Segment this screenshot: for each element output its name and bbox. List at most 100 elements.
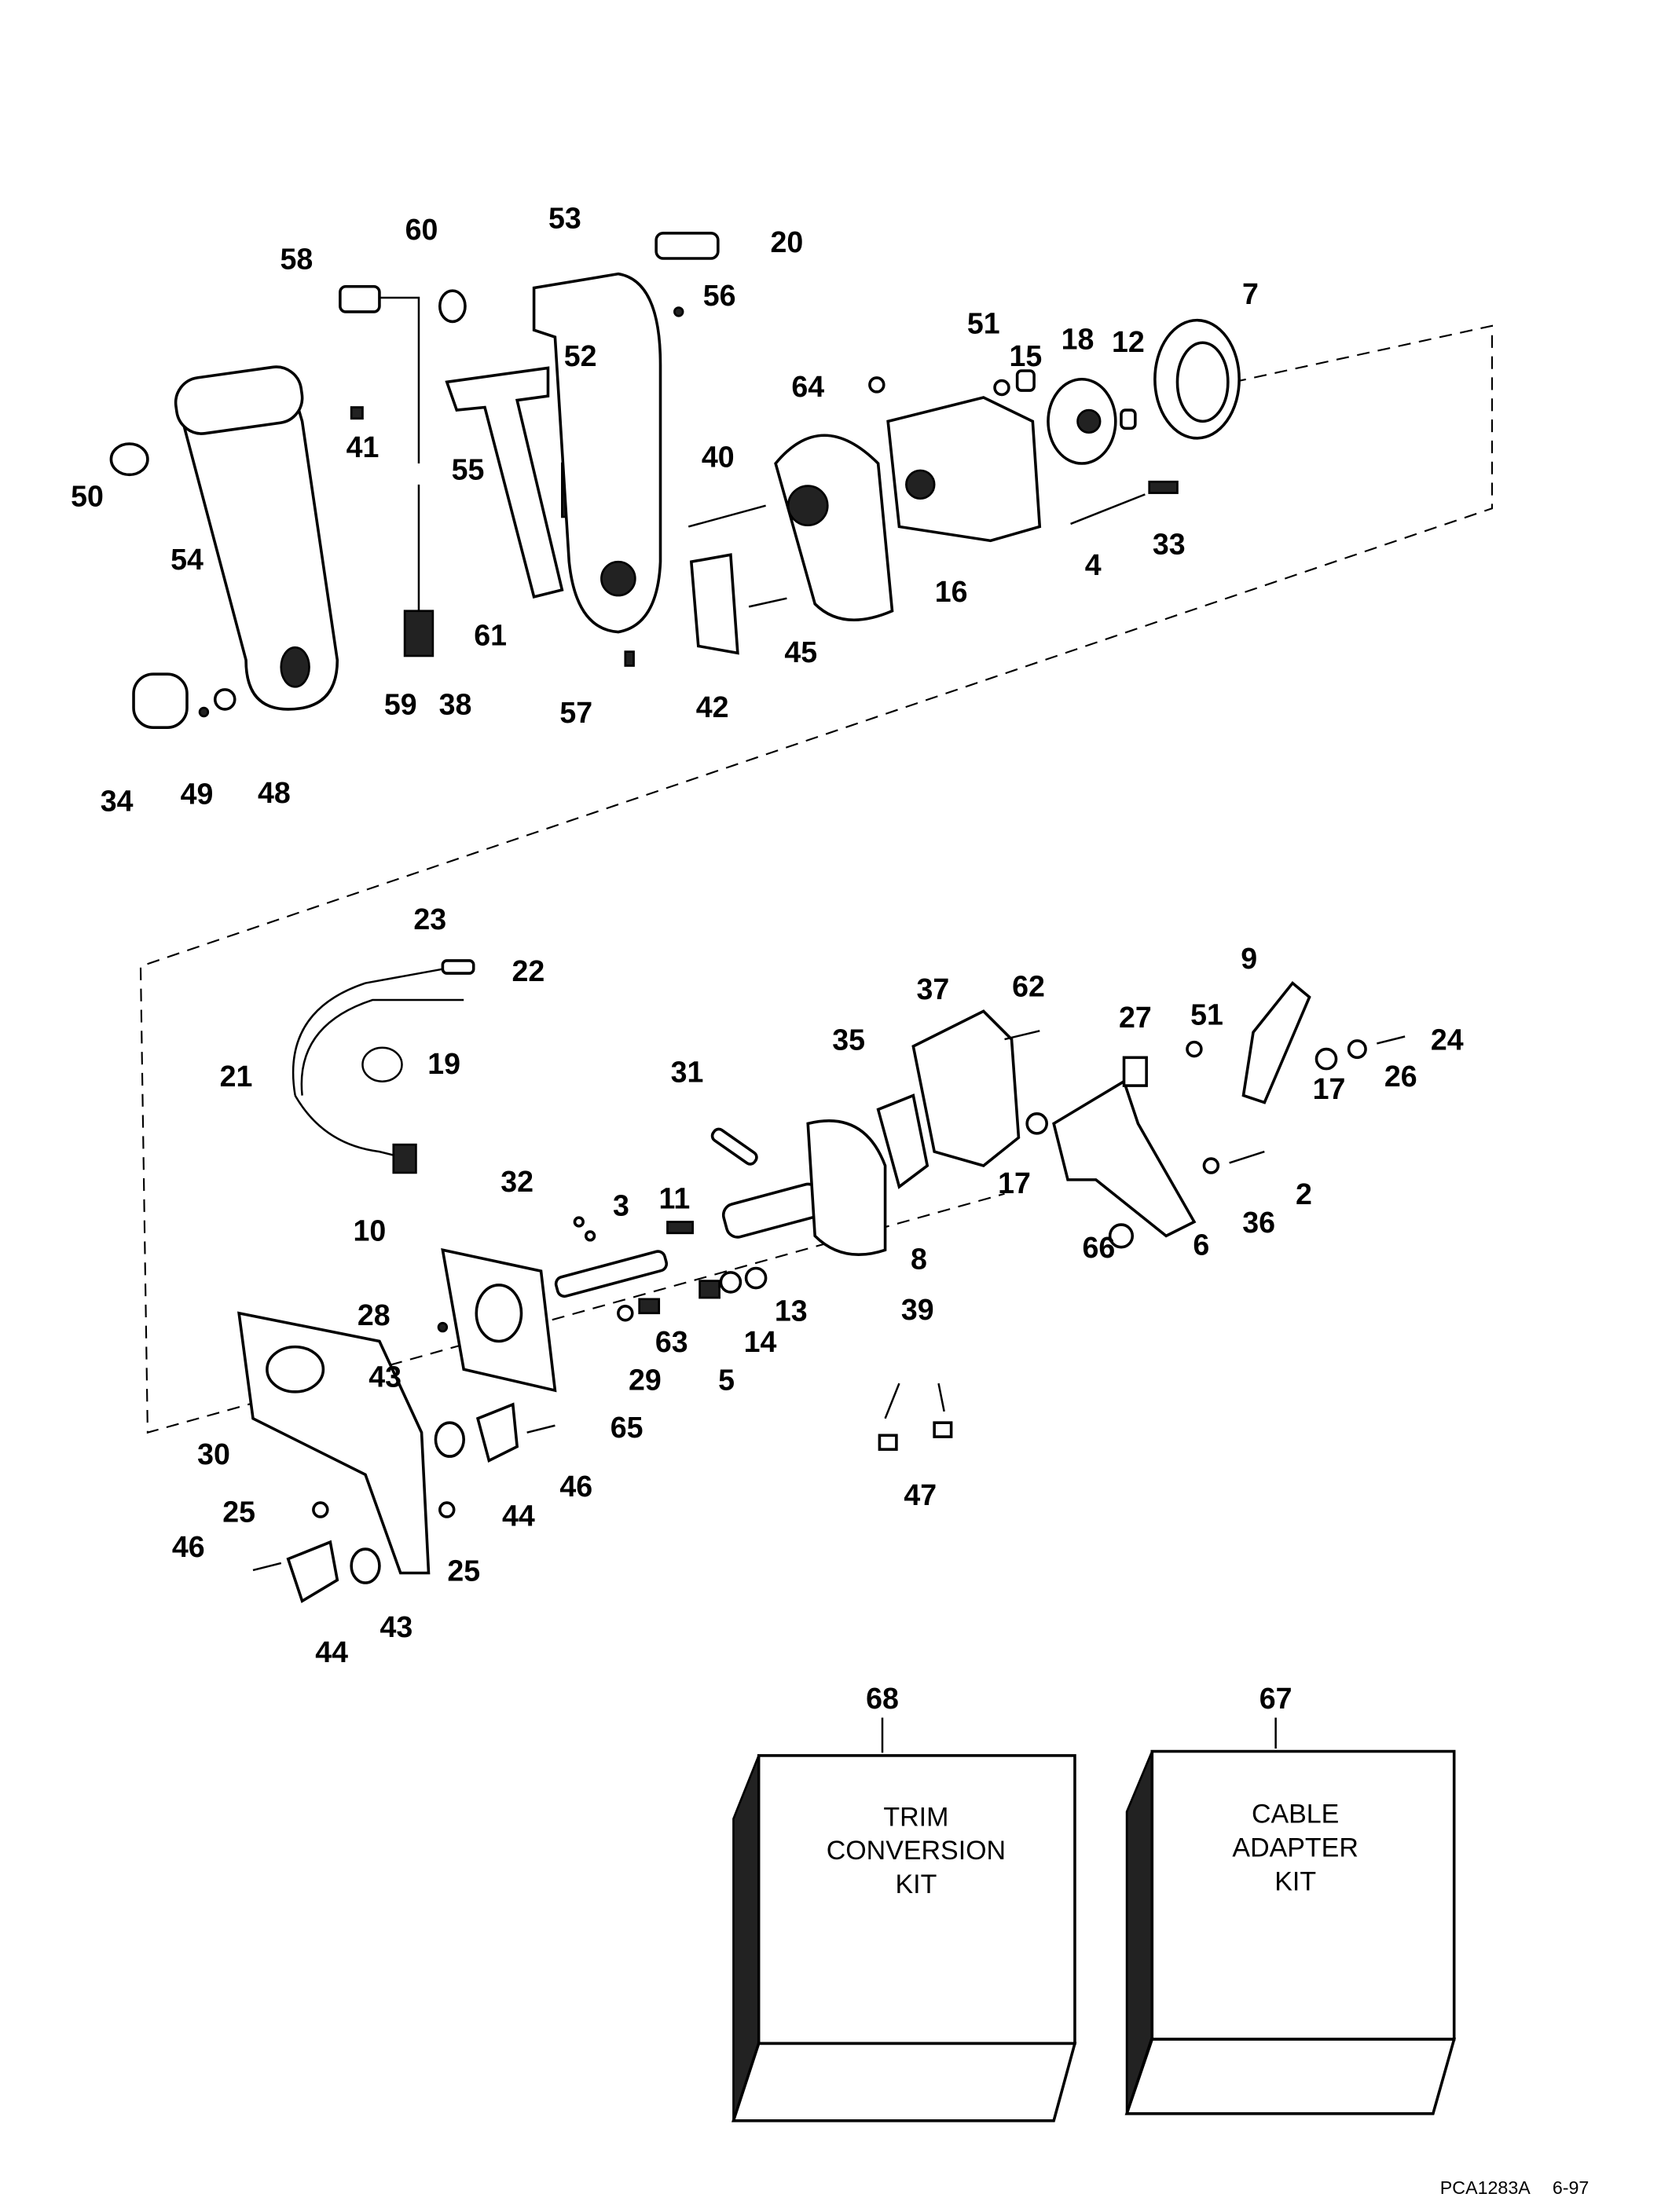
part-29-nut bbox=[617, 1304, 634, 1322]
callout-22: 22 bbox=[512, 954, 545, 987]
bottom-assembly bbox=[237, 959, 1406, 1603]
part-8-flange bbox=[806, 1119, 887, 1256]
part-47-pin-b bbox=[933, 1421, 953, 1438]
callout-14: 14 bbox=[744, 1325, 777, 1358]
part-39-pins bbox=[884, 1382, 945, 1419]
callout-43: 43 bbox=[368, 1361, 402, 1393]
callout-23: 23 bbox=[413, 903, 446, 936]
part-8-shaft bbox=[721, 1182, 824, 1239]
part-31-pin bbox=[710, 1127, 758, 1166]
callout-51: 51 bbox=[1190, 998, 1223, 1031]
part-34-knob bbox=[132, 672, 189, 729]
part-51-nut-c bbox=[1186, 1040, 1203, 1058]
part-14-bushing bbox=[719, 1271, 742, 1294]
part-33-spring bbox=[1148, 480, 1179, 494]
part-53-housing bbox=[532, 272, 662, 634]
callout-43: 43 bbox=[380, 1610, 413, 1643]
callout-25: 25 bbox=[447, 1554, 480, 1587]
part-18-bore bbox=[1076, 408, 1102, 434]
callout-32: 32 bbox=[500, 1165, 534, 1198]
callout-40: 40 bbox=[702, 441, 735, 474]
callout-8: 8 bbox=[911, 1242, 927, 1275]
part-59-connector bbox=[403, 610, 434, 657]
part-13-ball bbox=[744, 1266, 768, 1290]
callout-18: 18 bbox=[1062, 322, 1094, 355]
part-17-washer-a bbox=[1025, 1112, 1048, 1135]
part-43-cam-b bbox=[350, 1547, 381, 1584]
part-32-shaft bbox=[554, 1250, 669, 1298]
part-6-bracket bbox=[1052, 1079, 1197, 1238]
callout-28: 28 bbox=[358, 1298, 390, 1331]
part-28-screw bbox=[437, 1321, 449, 1333]
part-16-bore bbox=[905, 469, 936, 500]
callout-47: 47 bbox=[904, 1478, 937, 1511]
callout-31: 31 bbox=[671, 1056, 704, 1089]
part-36-washer bbox=[1202, 1157, 1220, 1174]
part-10-bore bbox=[475, 1284, 523, 1343]
part-58-switch bbox=[339, 284, 381, 313]
callout-17: 17 bbox=[998, 1166, 1031, 1199]
callout-66: 66 bbox=[1082, 1231, 1115, 1264]
part-22-terminal bbox=[441, 959, 475, 975]
part-17-washer-b bbox=[1314, 1047, 1338, 1071]
callout-5: 5 bbox=[718, 1363, 735, 1396]
callout-6: 6 bbox=[1193, 1229, 1209, 1262]
part-51-nut-b bbox=[993, 379, 1010, 397]
callout-44: 44 bbox=[315, 1635, 348, 1668]
part-58-wire bbox=[379, 296, 420, 464]
callout-53: 53 bbox=[548, 202, 581, 235]
callout-16: 16 bbox=[935, 575, 968, 608]
part-21-harness bbox=[292, 968, 464, 1160]
callout-41: 41 bbox=[346, 430, 380, 463]
part-3-ball-b bbox=[584, 1230, 596, 1242]
part-56-screw bbox=[673, 306, 684, 317]
kit-label-line: CONVERSION bbox=[827, 1836, 1006, 1866]
part-44-arm-a bbox=[475, 1402, 519, 1463]
part-64-plate bbox=[774, 434, 894, 621]
callout-26: 26 bbox=[1384, 1060, 1417, 1093]
part-60-washer bbox=[438, 289, 467, 324]
callout-15: 15 bbox=[1009, 339, 1042, 372]
part-35-cam bbox=[876, 1093, 930, 1189]
part-53-hub bbox=[600, 560, 636, 597]
kit-67-box bbox=[1124, 1717, 1457, 2115]
kit-label-line: ADAPTER bbox=[1232, 1833, 1358, 1863]
callout-13: 13 bbox=[775, 1295, 808, 1328]
part-46-screw-a bbox=[526, 1424, 556, 1434]
part-66-plug bbox=[1108, 1223, 1135, 1249]
part-48-washer bbox=[213, 688, 236, 711]
part-57-setscrew bbox=[624, 650, 635, 667]
callout-62: 62 bbox=[1012, 970, 1045, 1003]
part-9-link bbox=[1241, 981, 1311, 1104]
part-30-plate bbox=[237, 1311, 431, 1575]
kit-68-box bbox=[732, 1717, 1077, 2122]
callout-57: 57 bbox=[559, 696, 592, 729]
callout-52: 52 bbox=[564, 339, 597, 372]
callout-39: 39 bbox=[901, 1293, 934, 1326]
callout-12: 12 bbox=[1112, 325, 1145, 358]
callout-37: 37 bbox=[916, 972, 949, 1005]
part-19-clip bbox=[361, 1046, 403, 1082]
part-2-screw bbox=[1229, 1150, 1265, 1164]
callout-46: 46 bbox=[172, 1530, 205, 1563]
callout-25: 25 bbox=[222, 1495, 255, 1528]
part-27-block bbox=[1122, 1056, 1148, 1087]
callout-21: 21 bbox=[220, 1060, 253, 1093]
callout-65: 65 bbox=[610, 1411, 644, 1444]
part-16-body bbox=[886, 396, 1042, 543]
part-43-cam-a bbox=[434, 1421, 465, 1458]
callout-42: 42 bbox=[696, 690, 729, 723]
part-11-spring bbox=[666, 1221, 694, 1235]
part-24-screw bbox=[1377, 1035, 1406, 1045]
callout-44: 44 bbox=[502, 1500, 535, 1533]
callout-49: 49 bbox=[181, 778, 214, 811]
callout-7: 7 bbox=[1242, 277, 1259, 310]
part-45-screw bbox=[748, 597, 787, 608]
callout-24: 24 bbox=[1431, 1024, 1464, 1057]
part-30-hole bbox=[266, 1345, 325, 1393]
part-55-bracket bbox=[445, 366, 564, 599]
callout-20: 20 bbox=[771, 225, 804, 258]
part-54-hub-hole bbox=[280, 646, 310, 688]
part-40-bolt bbox=[688, 504, 766, 528]
